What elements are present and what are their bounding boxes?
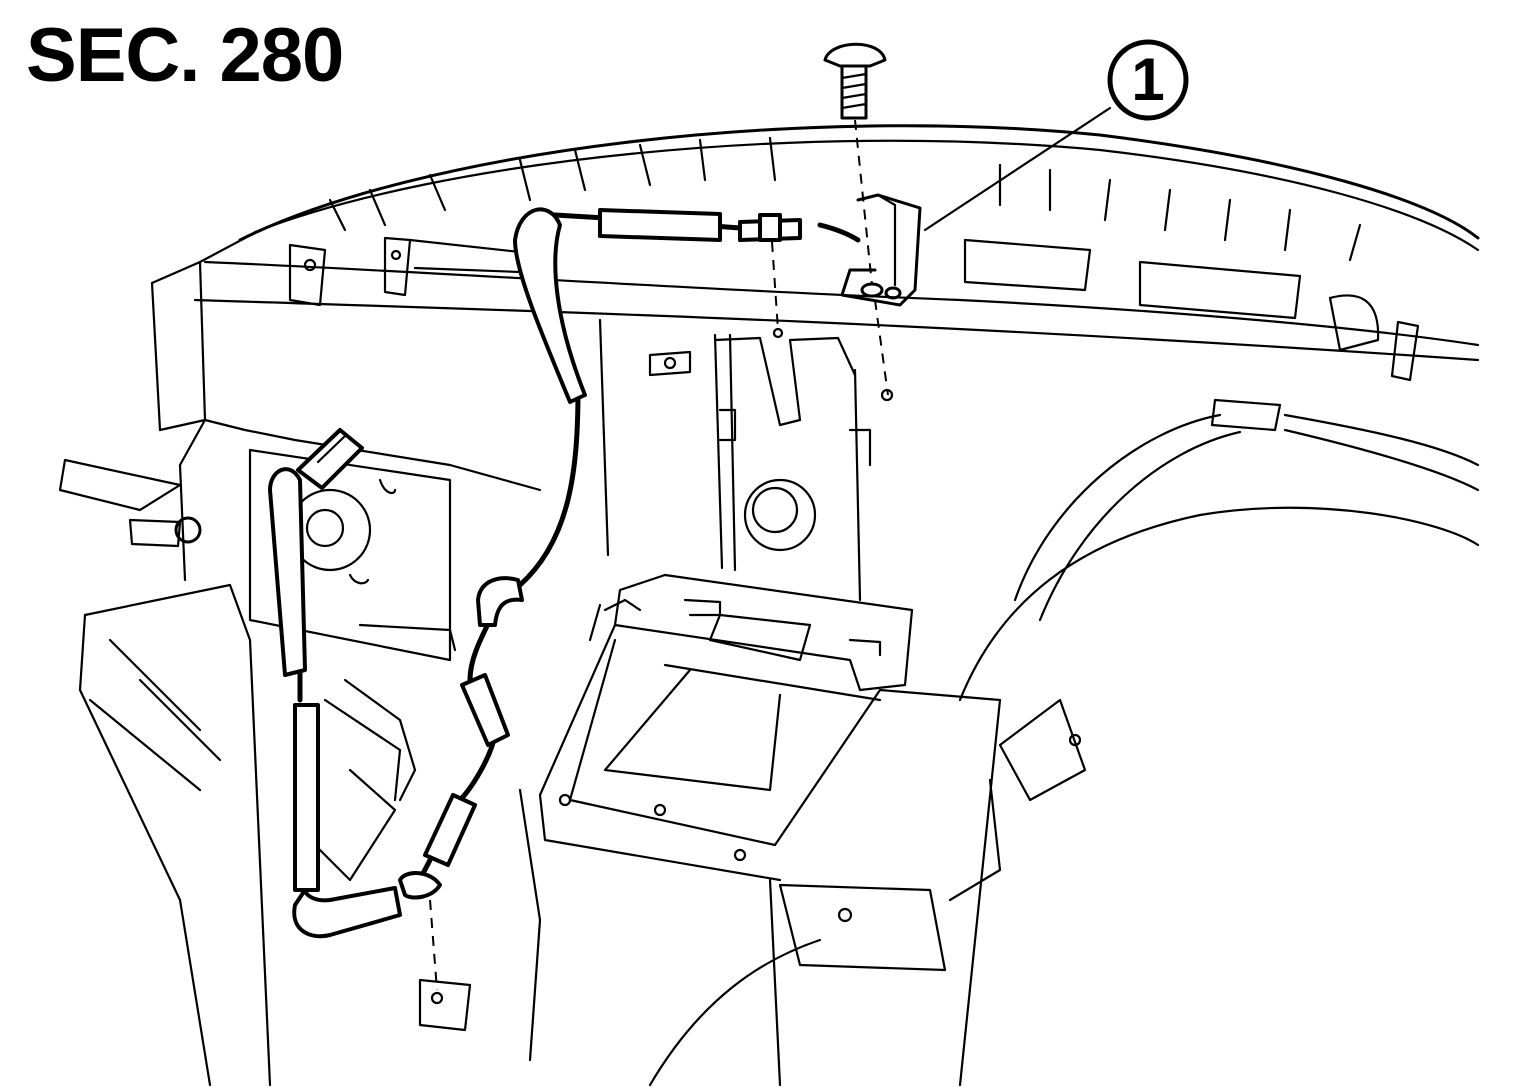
callout-1: 1	[923, 39, 1189, 232]
dashboard-upper-panel	[150, 124, 1480, 432]
harness-sleeve	[598, 208, 722, 242]
callout-number: 1	[1131, 46, 1164, 113]
bolt	[823, 42, 887, 286]
section-label: SEC. 280	[26, 13, 344, 98]
control-unit-bracket	[538, 573, 947, 1087]
wire-harness	[268, 207, 861, 991]
harness-connector	[296, 428, 364, 490]
dashboard-lower-structure	[58, 318, 1480, 1087]
harness-bracket	[840, 193, 922, 402]
lower-left-components	[308, 678, 542, 1062]
